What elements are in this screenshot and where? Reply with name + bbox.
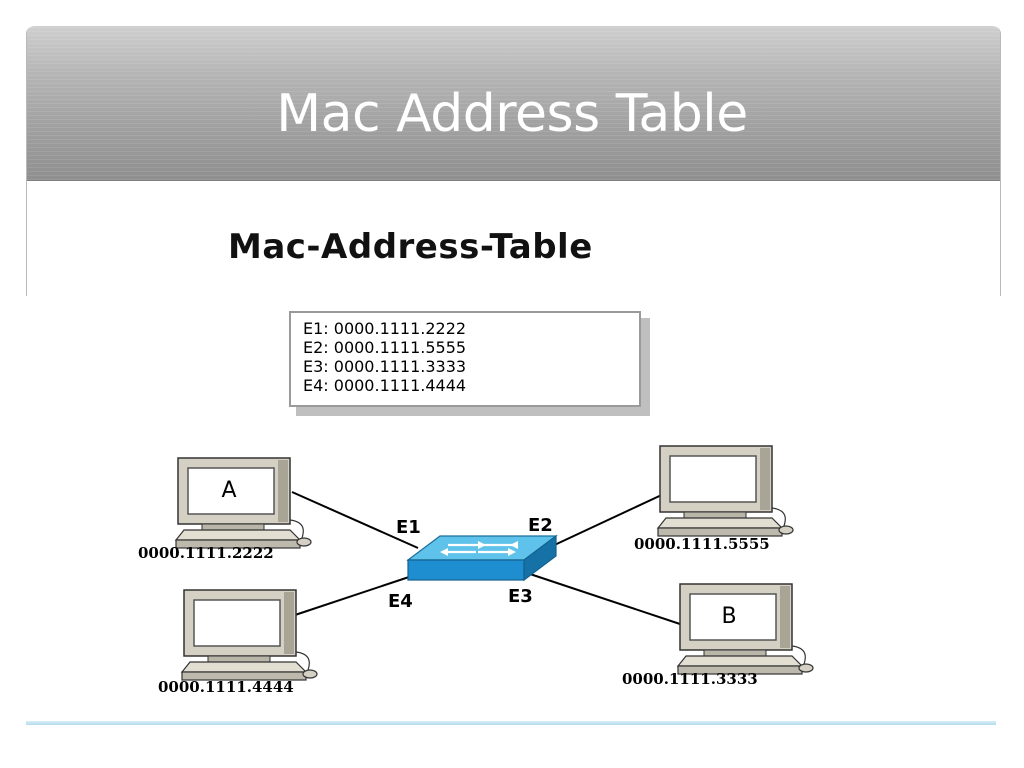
computer-b-icon xyxy=(677,583,814,675)
computer-a-icon xyxy=(175,457,312,549)
port-label-e1: E1 xyxy=(396,517,421,538)
title-band xyxy=(27,26,1000,181)
mac-table-row-e3: E3: 0000.1111.3333 xyxy=(303,357,467,376)
mac-table-row-e4: E4: 0000.1111.4444 xyxy=(303,376,467,395)
diagram-heading: Mac-Address-Table xyxy=(228,227,593,267)
link-e3 xyxy=(529,573,681,625)
host-bottom-left-mac-label: 0000.1111.4444 xyxy=(158,678,294,696)
host-top-right-mac-label: 0000.1111.5555 xyxy=(634,535,770,553)
slide-frame xyxy=(26,26,1001,296)
slide-title: Mac Address Table xyxy=(276,84,748,144)
port-label-e2: E2 xyxy=(528,515,553,536)
link-e1 xyxy=(291,491,419,549)
computer-top-right-icon xyxy=(657,445,794,537)
link-e2 xyxy=(547,491,669,549)
port-label-e3: E3 xyxy=(508,586,533,607)
mac-table-row-e1: E1: 0000.1111.2222 xyxy=(303,319,467,338)
host-a-mac-label: 0000.1111.2222 xyxy=(138,544,274,562)
switch-icon xyxy=(406,534,558,582)
link-e4 xyxy=(291,573,419,617)
mac-address-table: E1: 0000.1111.2222 E2: 0000.1111.5555 E3… xyxy=(289,311,641,407)
host-b-letter: B xyxy=(721,604,736,629)
host-a-letter: A xyxy=(221,478,236,503)
footer-divider xyxy=(26,721,996,725)
host-b-mac-label: 0000.1111.3333 xyxy=(622,670,758,688)
mac-table-row-e2: E2: 0000.1111.5555 xyxy=(303,338,467,357)
port-label-e4: E4 xyxy=(388,591,413,612)
computer-bottom-left-icon xyxy=(181,589,318,681)
